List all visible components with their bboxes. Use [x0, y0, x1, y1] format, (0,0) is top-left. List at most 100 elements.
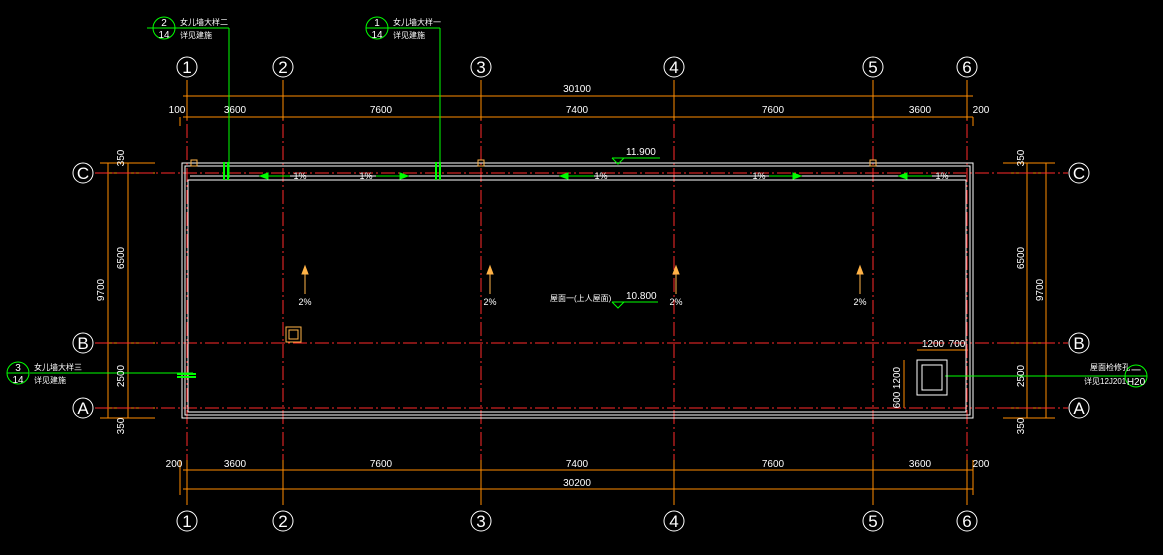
- dim-top-seg-1: 100: [169, 105, 186, 116]
- vent-box: [285, 326, 302, 343]
- dim-top-overall: 30100: [563, 84, 591, 95]
- grid-bubble-a-right: [1068, 397, 1090, 419]
- detail-callout-4: 一 H20 屋面检修孔 详见12J201: [1084, 362, 1148, 388]
- grid-bubble-3-top: [470, 56, 492, 78]
- detail-callout-2-line1: 女儿墙大样一: [393, 17, 441, 27]
- dim-hatch-offset-2: 700: [949, 339, 966, 350]
- dim-left-seg-1: 350: [116, 149, 127, 166]
- gutter-slope-4: 1%: [752, 171, 765, 181]
- grid-label-4-bottom: 4: [669, 512, 678, 531]
- dimension-text-top: 30100 100 3600 7600 7400 7600 3600 200: [169, 84, 990, 116]
- dim-hatch-offset-1: 1200: [922, 339, 945, 350]
- detail-callout-1-sheet: 14: [158, 30, 170, 41]
- drain-outlets: [190, 159, 877, 167]
- dim-right-seg-3: 2500: [1016, 364, 1027, 387]
- grid-extension-lines: [179, 80, 974, 505]
- roof-hatch: [916, 359, 948, 396]
- grid-bubble-4-top: [663, 56, 685, 78]
- dim-right-seg-4: 350: [1016, 417, 1027, 434]
- dim-top-seg-2: 3600: [224, 105, 247, 116]
- grid-bubble-4-bottom: [663, 510, 685, 532]
- detail-callout-4-line2: 详见12J201: [1084, 376, 1127, 386]
- grid-bubble-c-right: [1068, 162, 1090, 184]
- dim-hatch-vertical-1: 1200: [892, 366, 903, 389]
- grid-label-5-top: 5: [868, 58, 877, 77]
- grid-bubble-b-left: [72, 332, 94, 354]
- grid-label-c-right: C: [1073, 164, 1085, 183]
- dim-bottom-seg-5: 7600: [762, 459, 785, 470]
- detail-callout-3-num: 3: [15, 363, 21, 374]
- dim-hatch-vertical-2: 600: [892, 391, 903, 408]
- grid-bubble-5-bottom: [862, 510, 884, 532]
- roof-slope-3: 2%: [669, 297, 682, 307]
- grid-label-a-right: A: [1073, 399, 1085, 418]
- detail-callout-2-line2: 详见建施: [393, 30, 425, 40]
- detail-callout-1-line2: 详见建施: [180, 30, 212, 40]
- dim-right-overall: 9700: [1035, 278, 1046, 301]
- dim-top-seg-6: 3600: [909, 105, 932, 116]
- grid-axes: [95, 80, 1068, 505]
- detail-callout-1: 2 14 女儿墙大样二 详见建施: [152, 16, 228, 41]
- detail-callout-1-line1: 女儿墙大样二: [180, 17, 228, 27]
- grid-bubbles-bottom: [176, 510, 978, 532]
- gutter-slope-5: 1%: [935, 171, 948, 181]
- gutter-arrows: [258, 172, 932, 180]
- grid-bubbles-left: [72, 162, 94, 419]
- grid-label-2-top: 2: [278, 58, 287, 77]
- grid-label-b-right: B: [1073, 334, 1084, 353]
- dim-top-seg-5: 7600: [762, 105, 785, 116]
- detail-callout-3-sheet: 14: [12, 375, 24, 386]
- grid-label-3-top: 3: [476, 58, 485, 77]
- detail-callout-3-line2: 详见建施: [34, 375, 66, 385]
- dim-bottom-seg-6: 3600: [909, 459, 932, 470]
- detail-callout-4-num: 一: [1131, 366, 1141, 377]
- dimension-text-bottom: 200 3600 7600 7400 7600 3600 200 30200: [166, 459, 990, 489]
- dim-left-seg-3: 2500: [116, 364, 127, 387]
- gutter-slope-2: 1%: [359, 171, 372, 181]
- dim-left-seg-2: 6500: [116, 246, 127, 269]
- dim-top-seg-4: 7400: [566, 105, 589, 116]
- roof-slope-arrows: [301, 264, 864, 294]
- parapet-walls: [181, 162, 974, 419]
- dim-bottom-seg-2: 3600: [224, 459, 247, 470]
- grid-label-5-bottom: 5: [868, 512, 877, 531]
- dim-left-seg-4: 350: [116, 417, 127, 434]
- detail-callout-2: 1 14 女儿墙大样一 详见建施: [365, 16, 441, 41]
- grid-bubbles-right: [1068, 162, 1090, 419]
- grid-bubble-labels: 1 2 3 4 5 6 1 2 3 4 5 6 C B A C B A: [77, 58, 1085, 531]
- grid-bubble-b-right: [1068, 332, 1090, 354]
- grid-label-6-top: 6: [962, 58, 971, 77]
- dimension-lines: [100, 95, 1055, 490]
- grid-label-1-bottom: 1: [182, 512, 191, 531]
- dim-bottom-overall: 30200: [563, 478, 591, 489]
- grid-bubble-3-bottom: [470, 510, 492, 532]
- dim-right-seg-1: 350: [1016, 149, 1027, 166]
- roof-type-label: 屋面一(上人屋面): [550, 294, 612, 303]
- dim-bottom-seg-1: 200: [166, 459, 183, 470]
- grid-bubble-c-left: [72, 162, 94, 184]
- dim-top-seg-3: 7600: [370, 105, 393, 116]
- detail-callout-4-line1: 屋面检修孔: [1090, 362, 1130, 372]
- dimension-text-right: 9700 350 6500 2500 350: [1016, 149, 1046, 434]
- dim-top-seg-7: 200: [973, 105, 990, 116]
- grid-label-4-top: 4: [669, 58, 678, 77]
- leader-lines: [30, 27, 1125, 377]
- grid-bubble-2-bottom: [272, 510, 294, 532]
- dim-left-overall: 9700: [96, 278, 107, 301]
- grid-label-1-top: 1: [182, 58, 191, 77]
- detail-callout-4-sheet: H20: [1127, 377, 1146, 388]
- detail-callout-1-num: 2: [161, 18, 167, 29]
- dimension-text-hatch: 1200 700 1200 600: [892, 339, 966, 408]
- detail-callout-2-sheet: 14: [371, 30, 383, 41]
- detail-callout-3-line1: 女儿墙大样三: [34, 362, 82, 372]
- roof-slope-labels: 2% 2% 2% 2%: [298, 297, 866, 307]
- parapet-elevation: 11.900: [626, 147, 656, 158]
- dimension-text-left: 9700 350 6500 2500 350: [96, 149, 127, 434]
- grid-bubbles-top: [176, 56, 978, 78]
- section-cut-marks: [177, 162, 441, 378]
- dim-right-seg-2: 6500: [1016, 246, 1027, 269]
- gutter-slope-1: 1%: [293, 171, 306, 181]
- dim-bottom-seg-3: 7600: [370, 459, 393, 470]
- grid-bubble-1-bottom: [176, 510, 198, 532]
